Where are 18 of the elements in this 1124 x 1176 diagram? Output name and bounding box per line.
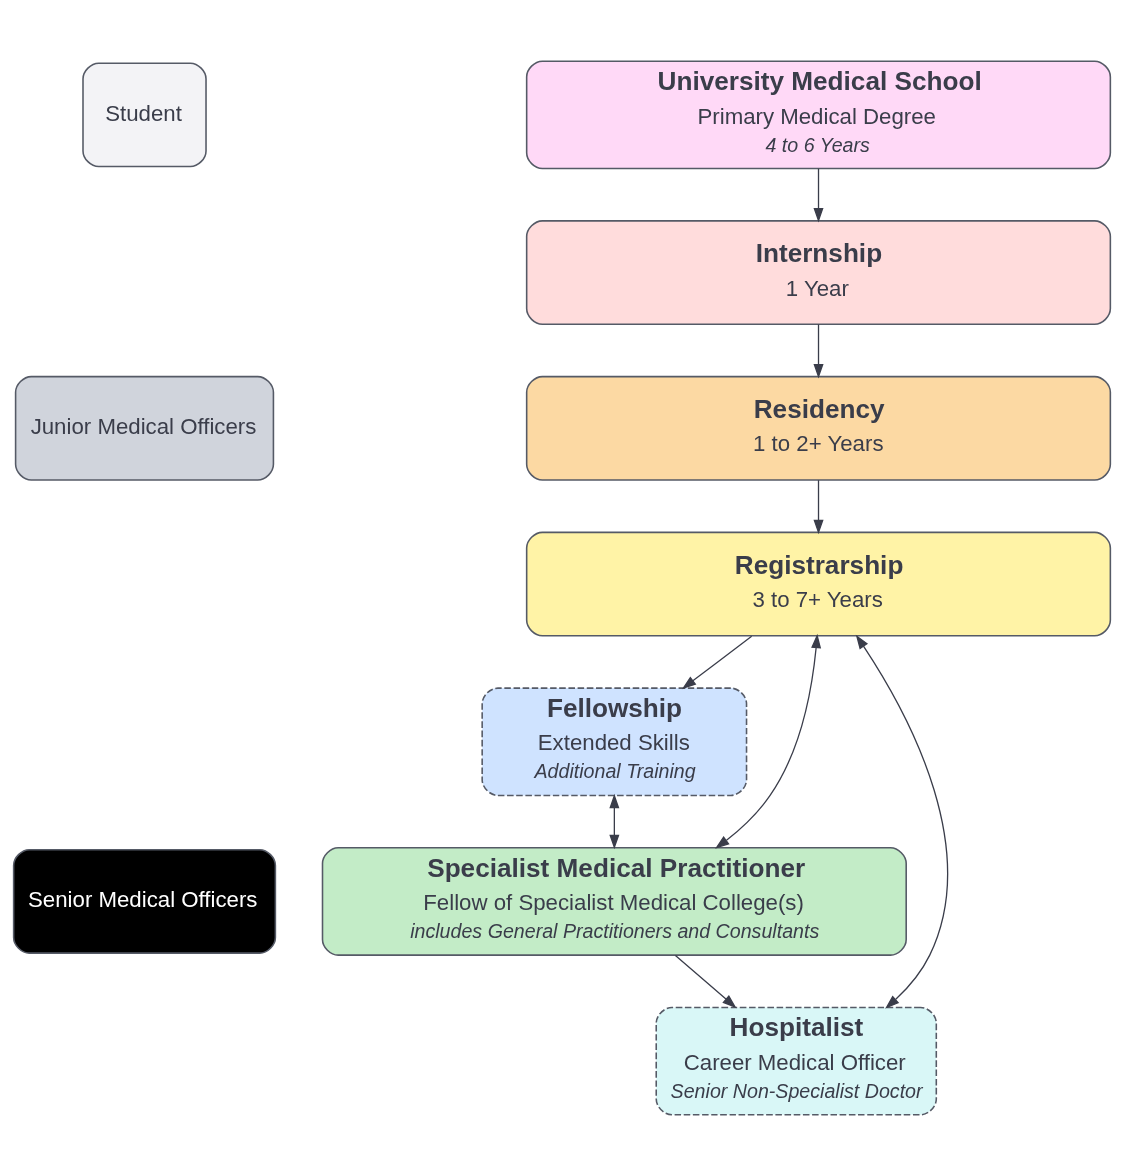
arrow (674, 954, 737, 1009)
node-box: Junior Medical Officers (14, 375, 275, 481)
node-box: Fellowship Extended Skills Additional Training (481, 687, 748, 797)
arrow (681, 635, 753, 690)
node-box: Internship 1 Year (525, 220, 1112, 326)
arrow (813, 168, 824, 223)
node-box: Student (82, 62, 207, 168)
arrow (813, 323, 824, 379)
node-box: Residency 1 to 2+ Years (525, 375, 1112, 481)
arrow (715, 633, 822, 849)
node-box: Senior Medical Officers (12, 848, 277, 954)
node-box: Specialist Medical Practitioner Fellow of Specialist Medical College(s) includes General Practitioners and Consultants (321, 847, 907, 956)
node-box: University Medical School Primary Medical Degree 4 to 6 Years (525, 60, 1112, 170)
arrow (855, 634, 949, 1009)
arrow (609, 793, 620, 850)
node-box: Registrarship 3 to 7+ Years (525, 531, 1112, 637)
arrow (813, 479, 824, 535)
node-box: Hospitalist Career Medical Officer Senior Non-Specialist Doctor (655, 1006, 938, 1116)
